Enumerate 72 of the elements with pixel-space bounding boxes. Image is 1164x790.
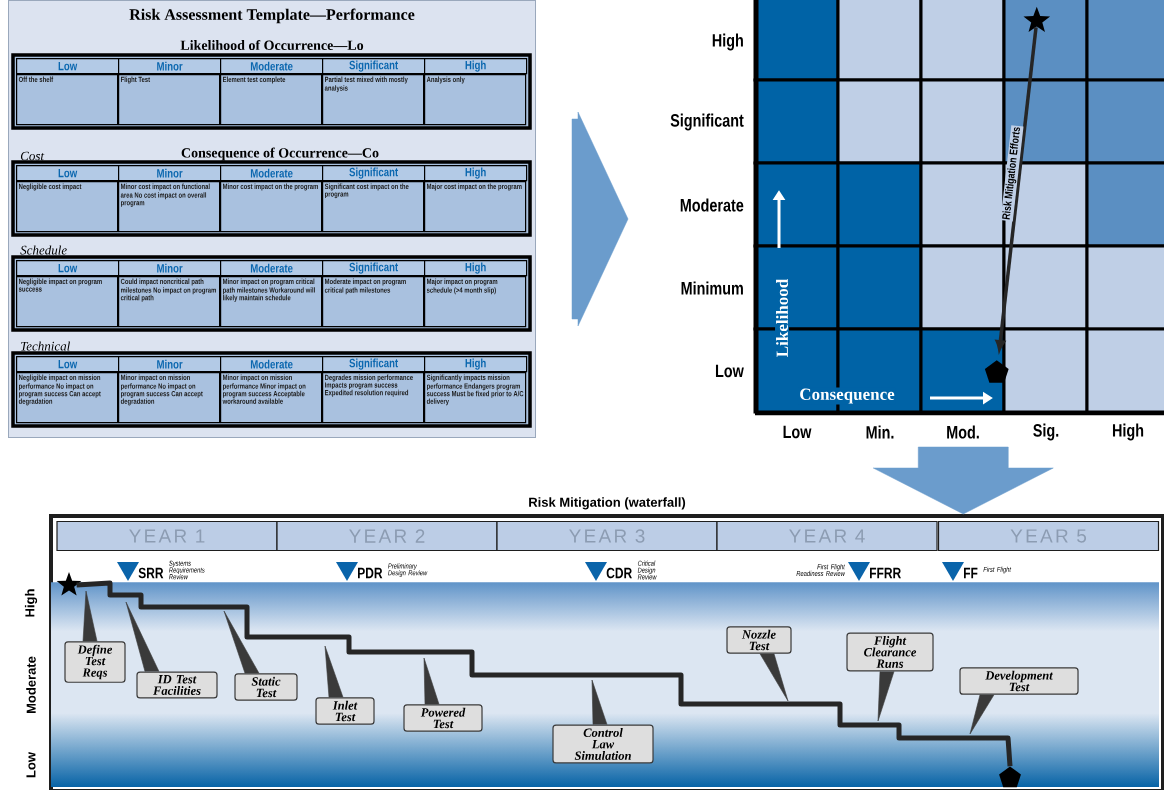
column-header: Minor xyxy=(118,356,222,373)
column-header: Low xyxy=(16,58,120,75)
node-label: Risk Mitigation (waterfall) xyxy=(529,497,686,510)
milestone-label: FFRR xyxy=(870,567,901,579)
axis-label: Likelihood xyxy=(775,277,789,359)
category-label: Schedule xyxy=(20,245,67,255)
column-header: Significant xyxy=(322,165,426,182)
milestone-label: PDR xyxy=(358,567,383,579)
callout-pointer xyxy=(423,657,440,705)
callout-box: Define Test Reqs xyxy=(64,641,126,683)
callout-box: Inlet Test xyxy=(315,697,375,725)
column-header: Significant xyxy=(322,58,426,75)
column-header: Moderate xyxy=(220,165,324,182)
category-label: Cost xyxy=(20,151,45,161)
column-header: Low xyxy=(16,260,120,277)
callout-pointer xyxy=(759,653,789,702)
milestone-label: CDR xyxy=(606,567,632,579)
block-arrow xyxy=(571,111,629,327)
pentagon-marker xyxy=(999,766,1021,788)
row-label: High xyxy=(712,33,743,51)
column-header: Significant xyxy=(322,260,426,277)
column-header: High xyxy=(424,58,528,75)
column-label: Mod. xyxy=(947,425,979,439)
row-label: Significant xyxy=(670,113,744,131)
callout-pointer xyxy=(82,590,98,642)
callout-box: Development Test xyxy=(959,667,1079,695)
column-label: Min. xyxy=(866,425,894,439)
column-label: Sig. xyxy=(1033,423,1059,441)
risk-matrix xyxy=(755,0,1164,416)
callout-pointer xyxy=(591,679,608,725)
callout-pointer xyxy=(125,601,160,672)
column-header: Low xyxy=(16,356,120,373)
column-header: High xyxy=(424,165,528,182)
column-header: Moderate xyxy=(220,58,324,75)
callout-box: Static Test xyxy=(234,673,298,701)
milestone-label: SRR xyxy=(138,567,164,579)
column-header: High xyxy=(424,356,528,373)
edge-label: Risk Mitigation Efforts xyxy=(1000,125,1024,222)
section-heading: Consequence of Occurrence—Co xyxy=(181,147,379,161)
axis-label: High xyxy=(24,589,38,617)
column-header: Low xyxy=(16,165,120,182)
pentagon-marker xyxy=(984,360,1009,383)
column-header: Moderate xyxy=(220,260,324,277)
callout-pointer xyxy=(877,671,895,722)
callout-box: Control Law Simulation xyxy=(552,724,654,764)
axis-label: Moderate xyxy=(26,656,36,714)
callout-box: Nozzle Test xyxy=(726,626,792,654)
callout-pointer xyxy=(223,610,260,674)
callout-pointer xyxy=(324,645,344,698)
callout-box: ID Test Facilities xyxy=(136,671,218,699)
callout-pointer xyxy=(969,694,995,735)
column-header: Minor xyxy=(118,165,222,182)
step-line xyxy=(76,580,1013,767)
column-header: Minor xyxy=(118,260,222,277)
row-label: Moderate xyxy=(680,198,744,212)
star-marker xyxy=(1023,6,1051,33)
column-header: Moderate xyxy=(220,356,324,373)
block-arrow xyxy=(873,446,1054,515)
column-header: High xyxy=(424,260,528,277)
axis-label: Low xyxy=(26,752,36,778)
milestone-label: FF xyxy=(964,567,978,579)
star-marker xyxy=(56,572,82,596)
callout-box: Powered Test xyxy=(403,704,483,732)
column-header: Significant xyxy=(322,356,426,373)
row-label: Minimum xyxy=(681,281,743,295)
callout-box: Flight Clearance Runs xyxy=(846,632,934,672)
row-label: Low xyxy=(715,364,744,378)
section-heading: Likelihood of Occurrence—Lo xyxy=(180,40,364,50)
category-label: Technical xyxy=(21,341,70,351)
column-header: Minor xyxy=(118,58,222,75)
column-label: High xyxy=(1112,423,1144,441)
column-label: Low xyxy=(783,425,812,439)
